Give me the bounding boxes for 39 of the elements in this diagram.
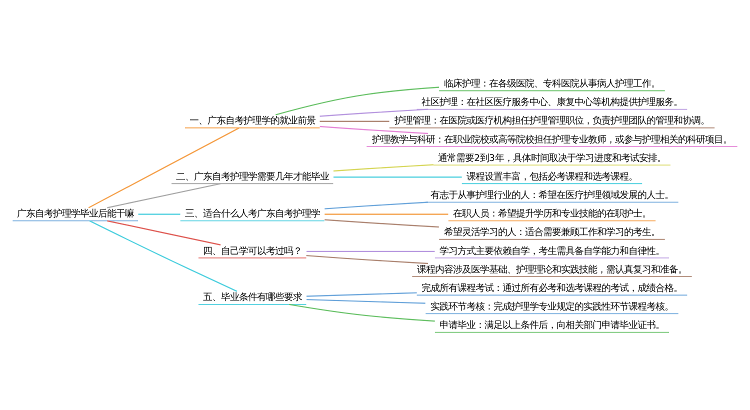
node-text: 课程内容涉及医学基础、护理理论和实践技能，需认真复习和准备。 xyxy=(416,264,687,276)
connector xyxy=(324,219,439,228)
connector xyxy=(324,214,448,215)
connector xyxy=(107,220,221,246)
connector xyxy=(89,220,238,292)
connector xyxy=(88,127,240,208)
connector xyxy=(138,214,180,215)
node-text: 课程设置丰富，包括必考课程和选考课程。 xyxy=(466,171,638,182)
connector xyxy=(107,183,221,208)
connector xyxy=(320,126,428,134)
node-text: 五、毕业条件有哪些要求 xyxy=(202,292,302,304)
node-text: 申请毕业：满足以上条件后，向相关部门申请毕业证书。 xyxy=(439,320,664,332)
connector xyxy=(306,298,426,304)
connector xyxy=(333,164,434,172)
connector xyxy=(275,86,440,116)
connector xyxy=(289,304,435,322)
connector xyxy=(306,292,417,297)
node-text: 社区护理：在社区医疗服务中心、康复中心等机构提供护理服务。 xyxy=(421,97,682,108)
node-text: 一、广东自考护理学的就业前景 xyxy=(189,116,316,127)
node-text: 四、自己学可以考过吗？ xyxy=(202,246,302,257)
node-text: 三、适合什么人考广东自考护理学 xyxy=(184,208,320,220)
connector xyxy=(306,250,435,252)
node-text: 临床护理：在各级医院、专科医院从事病人护理工作。 xyxy=(444,78,660,90)
connector xyxy=(306,254,428,264)
node-text: 有志于从事护理行业的人：希望在医疗护理领域发展的人士。 xyxy=(430,190,674,202)
node-text: 广东自考护理学毕业后能干嘛 xyxy=(16,208,134,220)
connector xyxy=(324,202,428,210)
connector xyxy=(320,120,390,122)
connector xyxy=(333,176,462,178)
node-text: 二、广东自考护理学需要几年才能毕业 xyxy=(176,171,329,182)
node-text: 实践环节考核：完成护理学专业规定的实践性环节课程考核。 xyxy=(430,302,674,313)
node-text: 学习方式主要依赖自学，考生需具备自学能力和自律性。 xyxy=(439,246,664,257)
node-text: 护理管理：在医院或医疗机构担任护理管理职位，负责护理团队的管理和协调。 xyxy=(394,116,710,127)
connector xyxy=(320,108,428,117)
node-text: 通常需要2到3年，具体时间取决于学习进度和考试安排。 xyxy=(438,152,666,164)
node-text: 护理教学与科研：在职业院校或高等院校担任护理专业教师，或参与护理相关的科研项目。 xyxy=(372,134,732,146)
node-text: 希望灵活学习的人：适合需要兼顾工作和学习的考生。 xyxy=(444,227,660,238)
node-text: 在职人员：希望提升学历和专业技能的在职护士。 xyxy=(452,208,651,220)
node-text: 完成所有课程考试：通过所有必考和选考课程的考试，成绩合格。 xyxy=(421,282,682,294)
